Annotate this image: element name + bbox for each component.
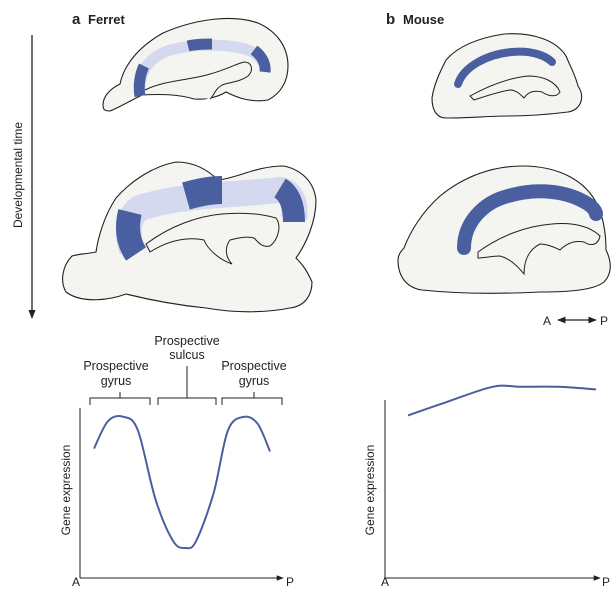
inner-fold <box>145 212 280 265</box>
ferret-brain-early <box>102 17 289 112</box>
region-label-gyrus-posterior-line2: gyrus <box>239 374 270 388</box>
expression-patch-anterior <box>116 209 147 261</box>
inner-fold <box>144 61 252 100</box>
expression-band <box>457 184 603 255</box>
region-label-sulcus-line1: Prospective <box>154 334 219 348</box>
inner-fold <box>477 223 601 276</box>
expression-band <box>454 47 556 88</box>
expression-patch-middle <box>182 176 223 210</box>
ferret-x-start-label: A <box>72 575 80 589</box>
ap-arrow-p-label: P <box>600 314 608 328</box>
ap-orientation-arrow: A P <box>543 314 608 328</box>
ferret-x-end-label: P <box>286 575 294 589</box>
mouse-expression-curve <box>407 384 597 417</box>
bracket-sulcus <box>157 366 217 405</box>
ferret-y-axis-label: Gene expression <box>59 445 73 536</box>
ferret-expression-curve <box>93 415 271 550</box>
region-label-gyrus-posterior-line1: Prospective <box>221 359 286 373</box>
mouse-x-end-label: P <box>602 575 610 589</box>
mouse-expression-plot: Gene expression A P <box>363 384 610 589</box>
region-label-gyrus-anterior-line2: gyrus <box>101 374 132 388</box>
region-annotations: Prospective gyrus Prospective sulcus Pro… <box>83 334 287 405</box>
ap-arrow-a-label: A <box>543 314 551 328</box>
bracket-gyrus-anterior <box>89 392 151 405</box>
mouse-y-axis-label: Gene expression <box>363 445 377 536</box>
region-label-sulcus-line2: sulcus <box>169 348 204 362</box>
brain-outline <box>431 33 583 119</box>
mouse-x-start-label: A <box>381 575 389 589</box>
developmental-time-label: Developmental time <box>11 122 25 228</box>
ferret-brain-late <box>62 161 317 313</box>
expression-patch-middle <box>186 38 213 52</box>
expression-patch-posterior <box>273 178 305 223</box>
mouse-brain-early <box>431 33 583 119</box>
expression-patch-anterior <box>133 63 150 98</box>
panel-b-name: Mouse <box>403 12 444 27</box>
panel-a-name: Ferret <box>88 12 126 27</box>
region-label-gyrus-anterior-line1: Prospective <box>83 359 148 373</box>
panel-a-letter: a <box>72 11 81 28</box>
developmental-time-axis: Developmental time <box>11 35 36 319</box>
mouse-brain-late <box>397 165 611 294</box>
inner-fold <box>469 75 561 101</box>
panel-b-letter: b <box>386 11 395 28</box>
ferret-expression-plot: Gene expression A P <box>59 408 294 589</box>
expression-patch-posterior <box>250 45 271 73</box>
bracket-gyrus-posterior <box>221 392 283 405</box>
